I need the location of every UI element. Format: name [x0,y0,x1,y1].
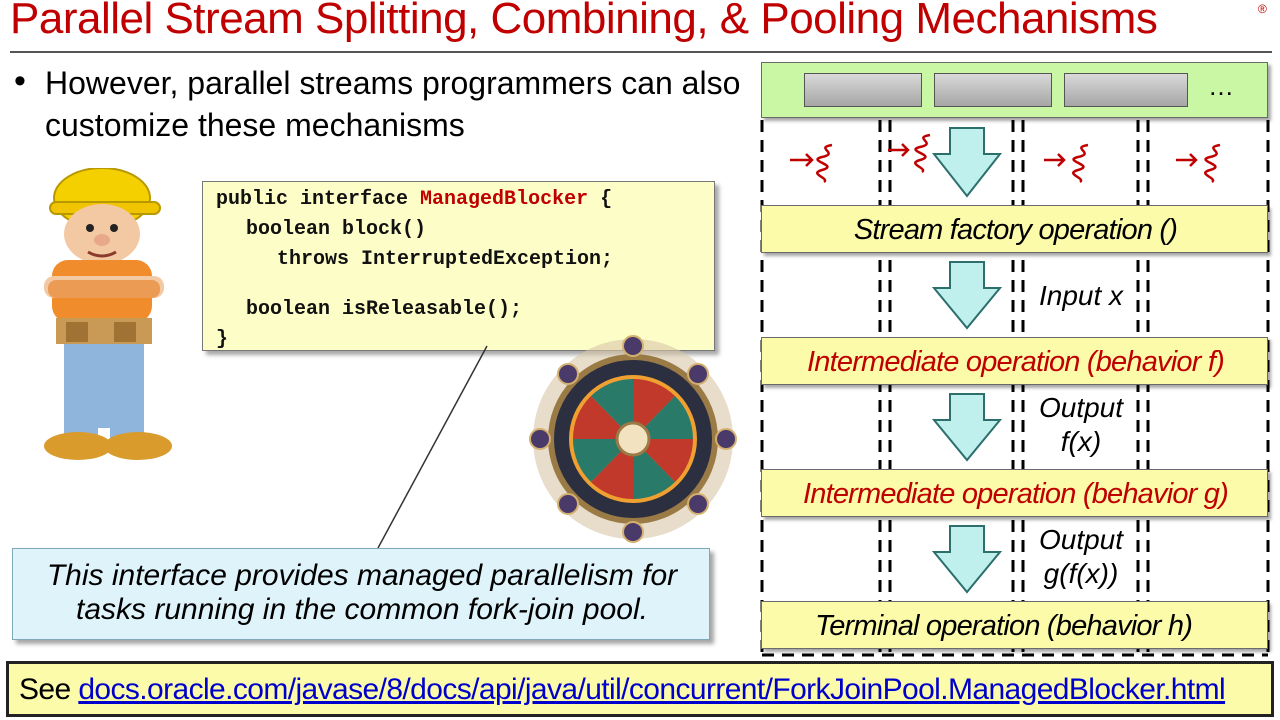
footer-reference-bar: See docs.oracle.com/javase/8/docs/api/ja… [6,661,1274,717]
flow-label-output-f-line1: Output [1038,392,1124,423]
stage-terminal-label: Terminal operation (behavior h) [814,610,1193,642]
down-arrow-icon [931,127,1003,594]
stream-source-bar: … [761,62,1268,118]
code-line-1: public interface ManagedBlocker { [216,188,612,211]
footer-text: See docs.oracle.com/javase/8/docs/api/ja… [19,673,1226,707]
flow-label-output-f-line2: f(x) [1060,426,1102,457]
stage-intermediate-g-label: Intermediate operation (behavior g) [803,478,1229,510]
stage-factory-box: Stream factory operation () [761,205,1268,253]
flow-label-input: Input x [1026,279,1136,313]
stage-factory-label: Stream factory operation () [853,214,1178,246]
stage-terminal-box: Terminal operation (behavior h) [761,601,1268,649]
flow-label-output-g-line1: Output [1038,524,1124,555]
slide-title: Parallel Stream Splitting, Combining, & … [10,0,1158,43]
bullet-symbol: • [14,62,26,100]
callout-box: This interface provides managed parallel… [12,548,710,640]
code-line-4: boolean isReleasable(); [246,298,523,321]
code-line1-suffix: { [588,188,613,211]
flow-label-output-g-line2: g(f(x)) [1043,558,1119,589]
stage-intermediate-f-box: Intermediate operation (behavior f) [761,337,1268,385]
stream-ellipsis: … [1208,71,1234,101]
footer-prefix: See [19,673,79,706]
code-line-3: throws InterruptedException; [277,248,614,271]
stage-intermediate-f-label: Intermediate operation (behavior f) [807,346,1225,378]
stage-intermediate-g-box: Intermediate operation (behavior g) [761,469,1268,517]
flow-label-output-f: Output f(x) [1026,391,1136,459]
title-divider [10,51,1272,53]
thread-squiggle-icon [790,133,1221,184]
code-line-2: boolean block() [246,218,427,241]
title-corner-mark: ® [1258,2,1267,16]
flow-label-output-g: Output g(f(x)) [1026,523,1136,591]
stream-chunk-2 [934,73,1052,107]
builder-character-illustration [44,168,172,460]
code-snippet-box: public interface ManagedBlocker { boolea… [202,181,715,351]
code-interface-name: ManagedBlocker [420,188,589,211]
bullet-text: However, parallel streams programmers ca… [45,65,741,143]
stream-chunk-3 [1064,73,1188,107]
callout-text: This interface provides managed parallel… [46,559,678,626]
code-line1-prefix: public interface [216,188,421,211]
stream-chunk-1 [804,73,922,107]
code-line-5: } [216,328,229,351]
docs-link[interactable]: docs.oracle.com/javase/8/docs/api/java/u… [78,673,1226,706]
wheel-mandala-illustration [529,335,737,543]
